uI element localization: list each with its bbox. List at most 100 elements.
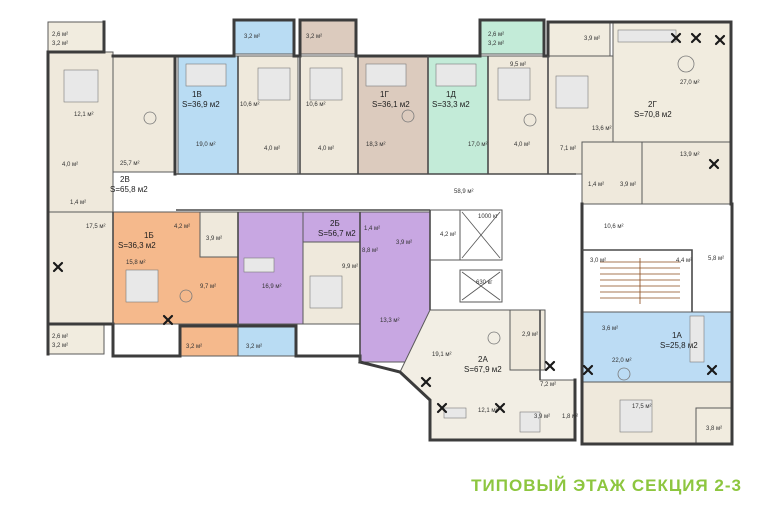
room-area: 4,2 м² bbox=[174, 224, 190, 230]
room-area: 3,2 м² bbox=[488, 41, 504, 47]
room-area: 16,9 м² bbox=[262, 284, 281, 290]
balcony bbox=[695, 407, 733, 445]
room-area: 1,4 м² bbox=[364, 226, 380, 232]
balcony bbox=[47, 21, 105, 53]
room-area: 3,9 м² bbox=[534, 414, 550, 420]
room-area: 3,9 м² bbox=[584, 36, 600, 42]
room-area: 5,8 м² bbox=[708, 256, 724, 262]
stair-core bbox=[581, 249, 693, 313]
room-area: 10,6 м² bbox=[240, 102, 259, 108]
room-area: 630 кг bbox=[476, 280, 493, 286]
room-area: 1,8 м² bbox=[562, 414, 578, 420]
unit-code: 1В bbox=[192, 90, 202, 99]
room-area: 12,1 м² bbox=[74, 112, 93, 118]
unit-code: 1Г bbox=[380, 90, 389, 99]
room-area: 1000 кг bbox=[478, 214, 499, 220]
unit-area: S=65,8 м2 bbox=[110, 185, 148, 194]
room-area: 4,0 м² bbox=[514, 142, 530, 148]
room-area: 9,9 м² bbox=[342, 264, 358, 270]
unit-2a-room bbox=[509, 309, 546, 371]
room-area: 4,0 м² bbox=[62, 162, 78, 168]
room-area: 3,0 м² bbox=[590, 258, 606, 264]
room-area: 3,2 м² bbox=[186, 344, 202, 350]
room-area: 17,0 м² bbox=[468, 142, 487, 148]
room-area: 9,5 м² bbox=[510, 62, 526, 68]
unit-area: S=36,1 м2 bbox=[372, 100, 410, 109]
room-area: 17,5 м² bbox=[632, 404, 651, 410]
unit-area: S=70,8 м2 bbox=[634, 110, 672, 119]
unit-labels: 2В S=65,8 м2 1В S=36,9 м2 1Г S=36,1 м2 1… bbox=[110, 90, 698, 374]
room-area: 3,9 м² bbox=[206, 236, 222, 242]
room-area: 27,0 м² bbox=[680, 80, 699, 86]
unit-2a-room bbox=[399, 309, 576, 441]
balcony bbox=[299, 19, 357, 55]
fan-icon bbox=[52, 32, 726, 414]
unit-code: 2А bbox=[478, 355, 488, 364]
room-area: 3,2 м² bbox=[52, 41, 68, 47]
balcony bbox=[233, 19, 295, 55]
unit-area: S=25,8 м2 bbox=[660, 341, 698, 350]
room-area: 4,4 м² bbox=[676, 258, 692, 264]
room-area: 1,4 м² bbox=[70, 200, 86, 206]
unit-code: 1А bbox=[672, 331, 682, 340]
room-area: 1,4 м² bbox=[588, 182, 604, 188]
exterior-walls bbox=[46, 18, 734, 446]
plan-title: ТИПОВЫЙ ЭТАЖ СЕКЦИЯ 2-3 bbox=[471, 476, 742, 495]
unit-code: 2Г bbox=[648, 100, 657, 109]
unit-code: 2В bbox=[120, 175, 130, 184]
unit-code: 2Б bbox=[330, 219, 340, 228]
unit-2g-room bbox=[581, 141, 643, 205]
room-area: 3,2 м² bbox=[246, 344, 262, 350]
room-area: 4,0 м² bbox=[264, 146, 280, 152]
room-area: 4,2 м² bbox=[440, 232, 456, 238]
room-area: 7,1 м² bbox=[560, 146, 576, 152]
room-area: 13,6 м² bbox=[592, 126, 611, 132]
unit-area: S=36,3 м2 bbox=[118, 241, 156, 250]
unit-area: S=36,9 м2 bbox=[182, 100, 220, 109]
room-area: 12,1 м² bbox=[478, 408, 497, 414]
room-area: 3,9 м² bbox=[620, 182, 636, 188]
staircase bbox=[600, 258, 680, 304]
elevator-icon bbox=[461, 211, 501, 301]
balcony bbox=[47, 323, 105, 355]
room-area: 3,6 м² bbox=[602, 326, 618, 332]
corridor bbox=[176, 176, 576, 210]
room-area: 19,1 м² bbox=[432, 352, 451, 358]
balcony bbox=[179, 325, 239, 357]
room-area: 3,2 м² bbox=[244, 34, 260, 40]
room-area: 10,6 м² bbox=[604, 224, 623, 230]
room-area: 3,9 м² bbox=[396, 240, 412, 246]
balcony bbox=[479, 19, 545, 55]
room-area: 17,5 м² bbox=[86, 224, 105, 230]
room-area: 18,3 м² bbox=[366, 142, 385, 148]
furniture bbox=[63, 29, 705, 433]
room-area: 7,2 м² bbox=[540, 382, 556, 388]
room-area: 3,8 м² bbox=[706, 426, 722, 432]
room-area-labels: 2,6 м² 3,2 м² 12,1 м² 4,0 м² 25,7 м² 1,4… bbox=[52, 32, 724, 432]
utility-room bbox=[429, 209, 461, 261]
unit-area: S=33,3 м2 bbox=[432, 100, 470, 109]
unit-2b-room bbox=[302, 211, 361, 243]
room-area: 58,9 м² bbox=[454, 189, 473, 195]
unit-2g-room bbox=[641, 141, 732, 205]
balcony bbox=[237, 325, 297, 357]
unit-area: S=56,7 м2 bbox=[318, 229, 356, 238]
room-area: 8,8 м² bbox=[362, 248, 378, 254]
balcony bbox=[547, 21, 611, 57]
room-area: 3,2 м² bbox=[52, 343, 68, 349]
room-area: 4,0 м² bbox=[318, 146, 334, 152]
room-area: 9,7 м² bbox=[200, 284, 216, 290]
room-area: 22,0 м² bbox=[612, 358, 631, 364]
unit-code: 1Д bbox=[446, 90, 456, 99]
unit-code: 1Б bbox=[144, 231, 154, 240]
room-area: 3,2 м² bbox=[306, 34, 322, 40]
room-area: 10,6 м² bbox=[306, 102, 325, 108]
room-area: 13,9 м² bbox=[680, 152, 699, 158]
room-area: 13,3 м² bbox=[380, 318, 399, 324]
room-area: 2,9 м² bbox=[522, 332, 538, 338]
room-area: 19,0 м² bbox=[196, 142, 215, 148]
unit-1b-room bbox=[199, 211, 239, 258]
room-area: 2,6 м² bbox=[52, 334, 68, 340]
unit-area: S=67,9 м2 bbox=[464, 365, 502, 374]
